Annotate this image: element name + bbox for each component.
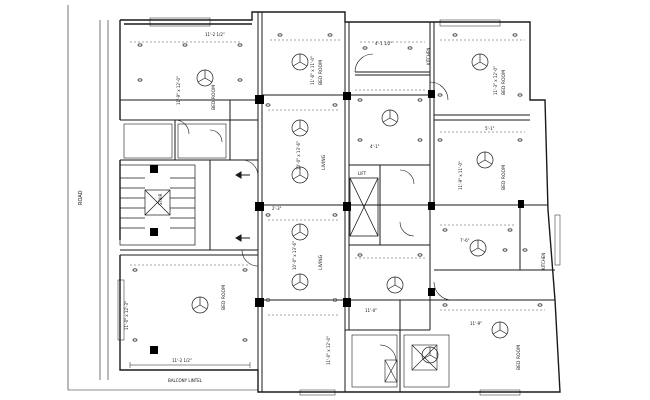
ceiling-fan-icon — [191, 296, 209, 314]
light-point-icon — [332, 212, 338, 218]
room-label-stair: STAIR — [158, 193, 163, 205]
bottom-dimension — [129, 362, 251, 368]
room-label-bed6: BED ROOM — [516, 345, 522, 370]
room-dims-bed3: 11'-3" x 12'-0" — [493, 66, 498, 95]
interior-walls — [120, 12, 555, 392]
light-point-icon — [242, 267, 248, 273]
room-labels: BED ROOM 11'-9" x 12'-0" BED ROOM 11'-6"… — [124, 48, 546, 370]
ceiling-fan-icon — [196, 69, 214, 87]
dim-text: 11'-0" — [365, 308, 377, 313]
light-point-icon — [517, 137, 523, 143]
ceiling-fans — [191, 53, 509, 364]
room-dims-living2: 10'-0" x 13'-6" — [292, 241, 297, 270]
light-point-icon — [137, 77, 143, 83]
room-dims-bed6: 11'-0" x 12'-0" — [326, 336, 331, 365]
light-point-icon — [357, 97, 363, 103]
columns — [150, 90, 524, 354]
windows — [117, 17, 561, 396]
light-point-icon — [132, 337, 138, 343]
dim-text: 7'-6" — [460, 238, 470, 243]
door-swings — [174, 53, 453, 362]
light-point-icon — [132, 267, 138, 273]
dimension-texts: 11'-2 1/2" 4'-1 1/2" 5'-1" 4'-1" 11'-0" … — [205, 32, 495, 326]
room-label-bed5: BED ROOM — [221, 285, 227, 310]
light-point-icon — [517, 92, 523, 98]
light-point-icon — [137, 42, 143, 48]
room-dims-bed4: 11'-9" x 11'-0" — [458, 161, 463, 190]
ceiling-fan-icon — [469, 239, 487, 257]
wiring-runs — [130, 39, 545, 316]
dim-text: 2'-3" — [272, 206, 282, 211]
lift-shaft — [349, 177, 379, 237]
entry-arrows — [235, 171, 250, 242]
ceiling-fan-icon — [491, 321, 509, 339]
room-label-kitchen1: KITCHEN — [426, 48, 431, 65]
light-point-icon — [242, 337, 248, 343]
light-point-icon — [437, 137, 443, 143]
dim-text: 4'-1 1/2" — [375, 41, 392, 46]
ceiling-fan-icon — [421, 346, 439, 364]
light-points — [132, 32, 543, 343]
ceiling-fan-icon — [291, 53, 309, 71]
light-point-icon — [277, 32, 283, 38]
bottom-note: BALCONY LINTEL — [168, 378, 203, 383]
room-dims-bed2: 11'-6" x 11'-0" — [310, 56, 315, 85]
room-dims-bed1: 11'-9" x 12'-0" — [176, 76, 181, 105]
light-point-icon — [357, 137, 363, 143]
ceiling-fan-icon — [291, 273, 309, 291]
light-point-icon — [417, 97, 423, 103]
light-point-icon — [507, 227, 513, 233]
room-label-kitchen2: KITCHEN — [541, 253, 546, 270]
light-point-icon — [442, 302, 448, 308]
light-point-icon — [265, 102, 271, 108]
light-point-icon — [512, 32, 518, 38]
room-dims-living1: 10'-0" x 13'-6" — [296, 141, 301, 170]
room-label-lift: LIFT — [358, 171, 367, 176]
light-point-icon — [327, 32, 333, 38]
light-point-icon — [237, 42, 243, 48]
room-label-bed3: BED ROOM — [501, 70, 507, 95]
light-point-icon — [442, 227, 448, 233]
ceiling-fan-icon — [291, 119, 309, 137]
bottom-dimension-text: 11'-2 1/2" — [172, 358, 192, 363]
ceiling-fan-icon — [291, 223, 309, 241]
dim-text: 4'-1" — [370, 144, 380, 149]
light-point-icon — [417, 252, 423, 258]
light-point-icon — [182, 42, 188, 48]
dim-text: 5'-1" — [485, 126, 495, 131]
light-point-icon — [265, 212, 271, 218]
light-point-icon — [357, 252, 363, 258]
ceiling-fan-icon — [476, 151, 494, 169]
light-point-icon — [362, 45, 368, 51]
light-point-icon — [332, 297, 338, 303]
light-point-icon — [237, 77, 243, 83]
light-point-icon — [537, 302, 543, 308]
road-label: ROAD — [78, 190, 84, 205]
light-point-icon — [417, 137, 423, 143]
room-label-bed1: BED ROOM — [211, 85, 217, 110]
room-label-living2: LIVING — [318, 254, 324, 270]
ceiling-fan-icon — [381, 109, 399, 127]
left-reference-lines — [67, 5, 258, 391]
dim-text: 11'-2 1/2" — [205, 32, 225, 37]
ceiling-fan-icon — [386, 276, 404, 294]
ceiling-fan-icon — [471, 53, 489, 71]
room-dims-bed5: 11'-0" x 12'-3" — [124, 301, 129, 330]
light-point-icon — [332, 102, 338, 108]
light-point-icon — [437, 92, 443, 98]
light-point-icon — [452, 32, 458, 38]
room-label-bed2: BED ROOM — [318, 60, 324, 85]
room-label-living1: LIVING — [321, 154, 327, 170]
dim-text: 11'-9" — [470, 321, 482, 326]
light-point-icon — [502, 247, 508, 253]
wet-area-outlines — [123, 123, 450, 388]
ceiling-fan-icon — [291, 166, 309, 184]
light-point-icon — [407, 45, 413, 51]
light-point-icon — [522, 247, 528, 253]
light-point-icon — [265, 297, 271, 303]
room-label-bed4: BED ROOM — [501, 165, 507, 190]
